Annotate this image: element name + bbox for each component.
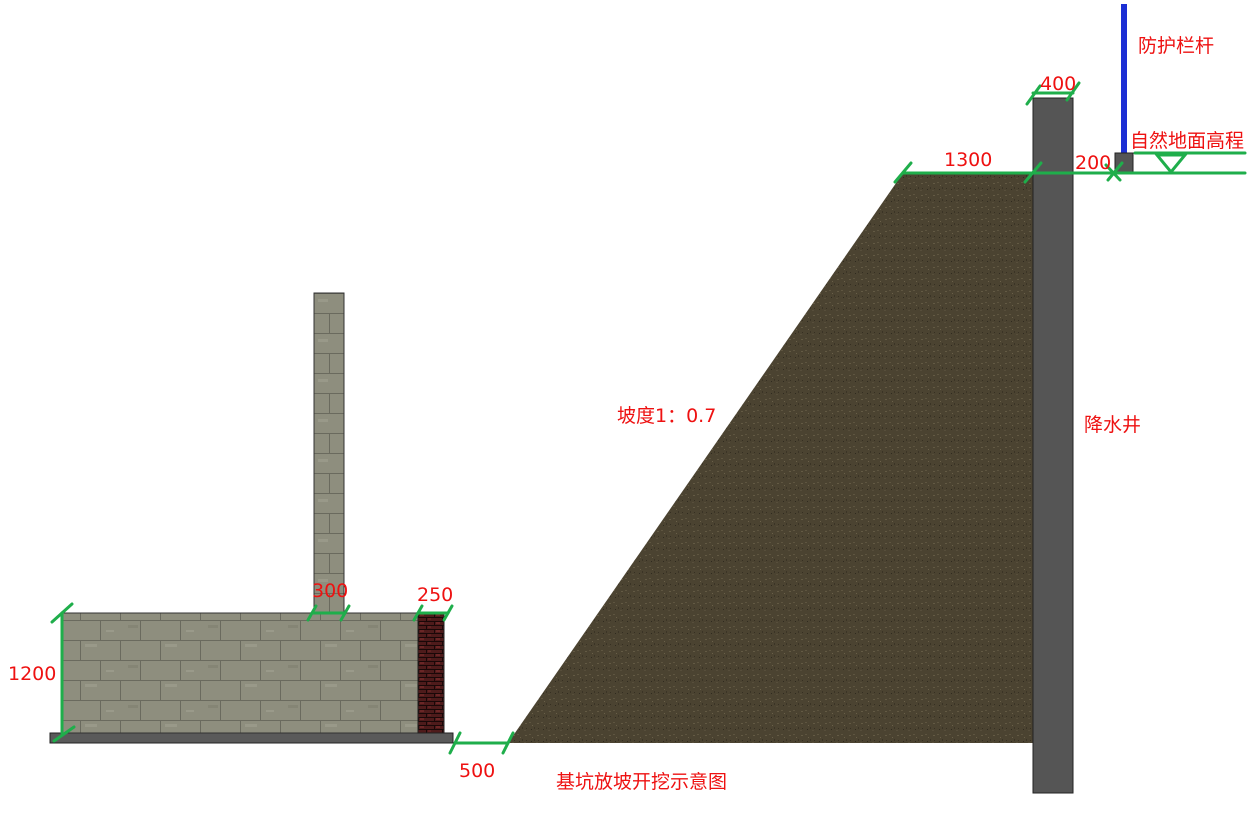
soil-slope — [508, 173, 1033, 743]
masonry-column — [313, 292, 345, 614]
dimension-tick — [306, 604, 318, 622]
ground-elevation-marker — [1133, 151, 1247, 175]
dewatering-well — [1032, 97, 1074, 794]
diagram-title: 基坑放坡开挖示意图 — [556, 771, 727, 793]
elevation-triangle-icon — [1153, 153, 1189, 175]
dimension-brick-width — [412, 604, 454, 622]
dimension-tick — [1025, 84, 1042, 106]
dimension-tick — [50, 602, 74, 624]
slope-ratio-label: 坡度1：0.7 — [617, 405, 716, 427]
ground-elevation-label: 自然地面高程 — [1130, 130, 1244, 152]
red-brick-wall — [417, 612, 445, 734]
railing-post — [1121, 4, 1127, 154]
slope-top-width-value: 1300 — [944, 149, 992, 171]
dimension-toe-offset — [448, 731, 515, 755]
railing-offset-value: 200 — [1075, 152, 1111, 174]
railing-label: 防护栏杆 — [1138, 35, 1214, 57]
dimension-tick — [52, 725, 76, 743]
dimension-tick — [1023, 161, 1043, 184]
brick-width-value: 250 — [417, 584, 453, 606]
dimension-well-width — [1025, 81, 1081, 106]
block-wall — [62, 612, 419, 734]
dimension-tick — [1106, 161, 1124, 182]
dimension-tick — [412, 604, 424, 622]
dimension-tick — [1065, 81, 1081, 102]
dimension-slope-top — [893, 161, 1247, 184]
dimension-wall-height — [50, 602, 76, 743]
wall-height-value: 1200 — [8, 663, 56, 685]
dimension-tick — [501, 731, 515, 755]
dimension-tick — [893, 161, 913, 184]
dimension-tick — [442, 604, 454, 622]
left-structure — [49, 292, 454, 744]
dewatering-well-label: 降水井 — [1084, 414, 1141, 436]
base-slab — [49, 732, 454, 744]
toe-offset-value: 500 — [459, 760, 495, 782]
dimension-tick — [339, 604, 351, 622]
dimension-tick — [448, 731, 462, 755]
dimension-column-width — [306, 604, 351, 622]
well-width-value: 400 — [1040, 73, 1076, 95]
column-width-value: 300 — [312, 580, 348, 602]
